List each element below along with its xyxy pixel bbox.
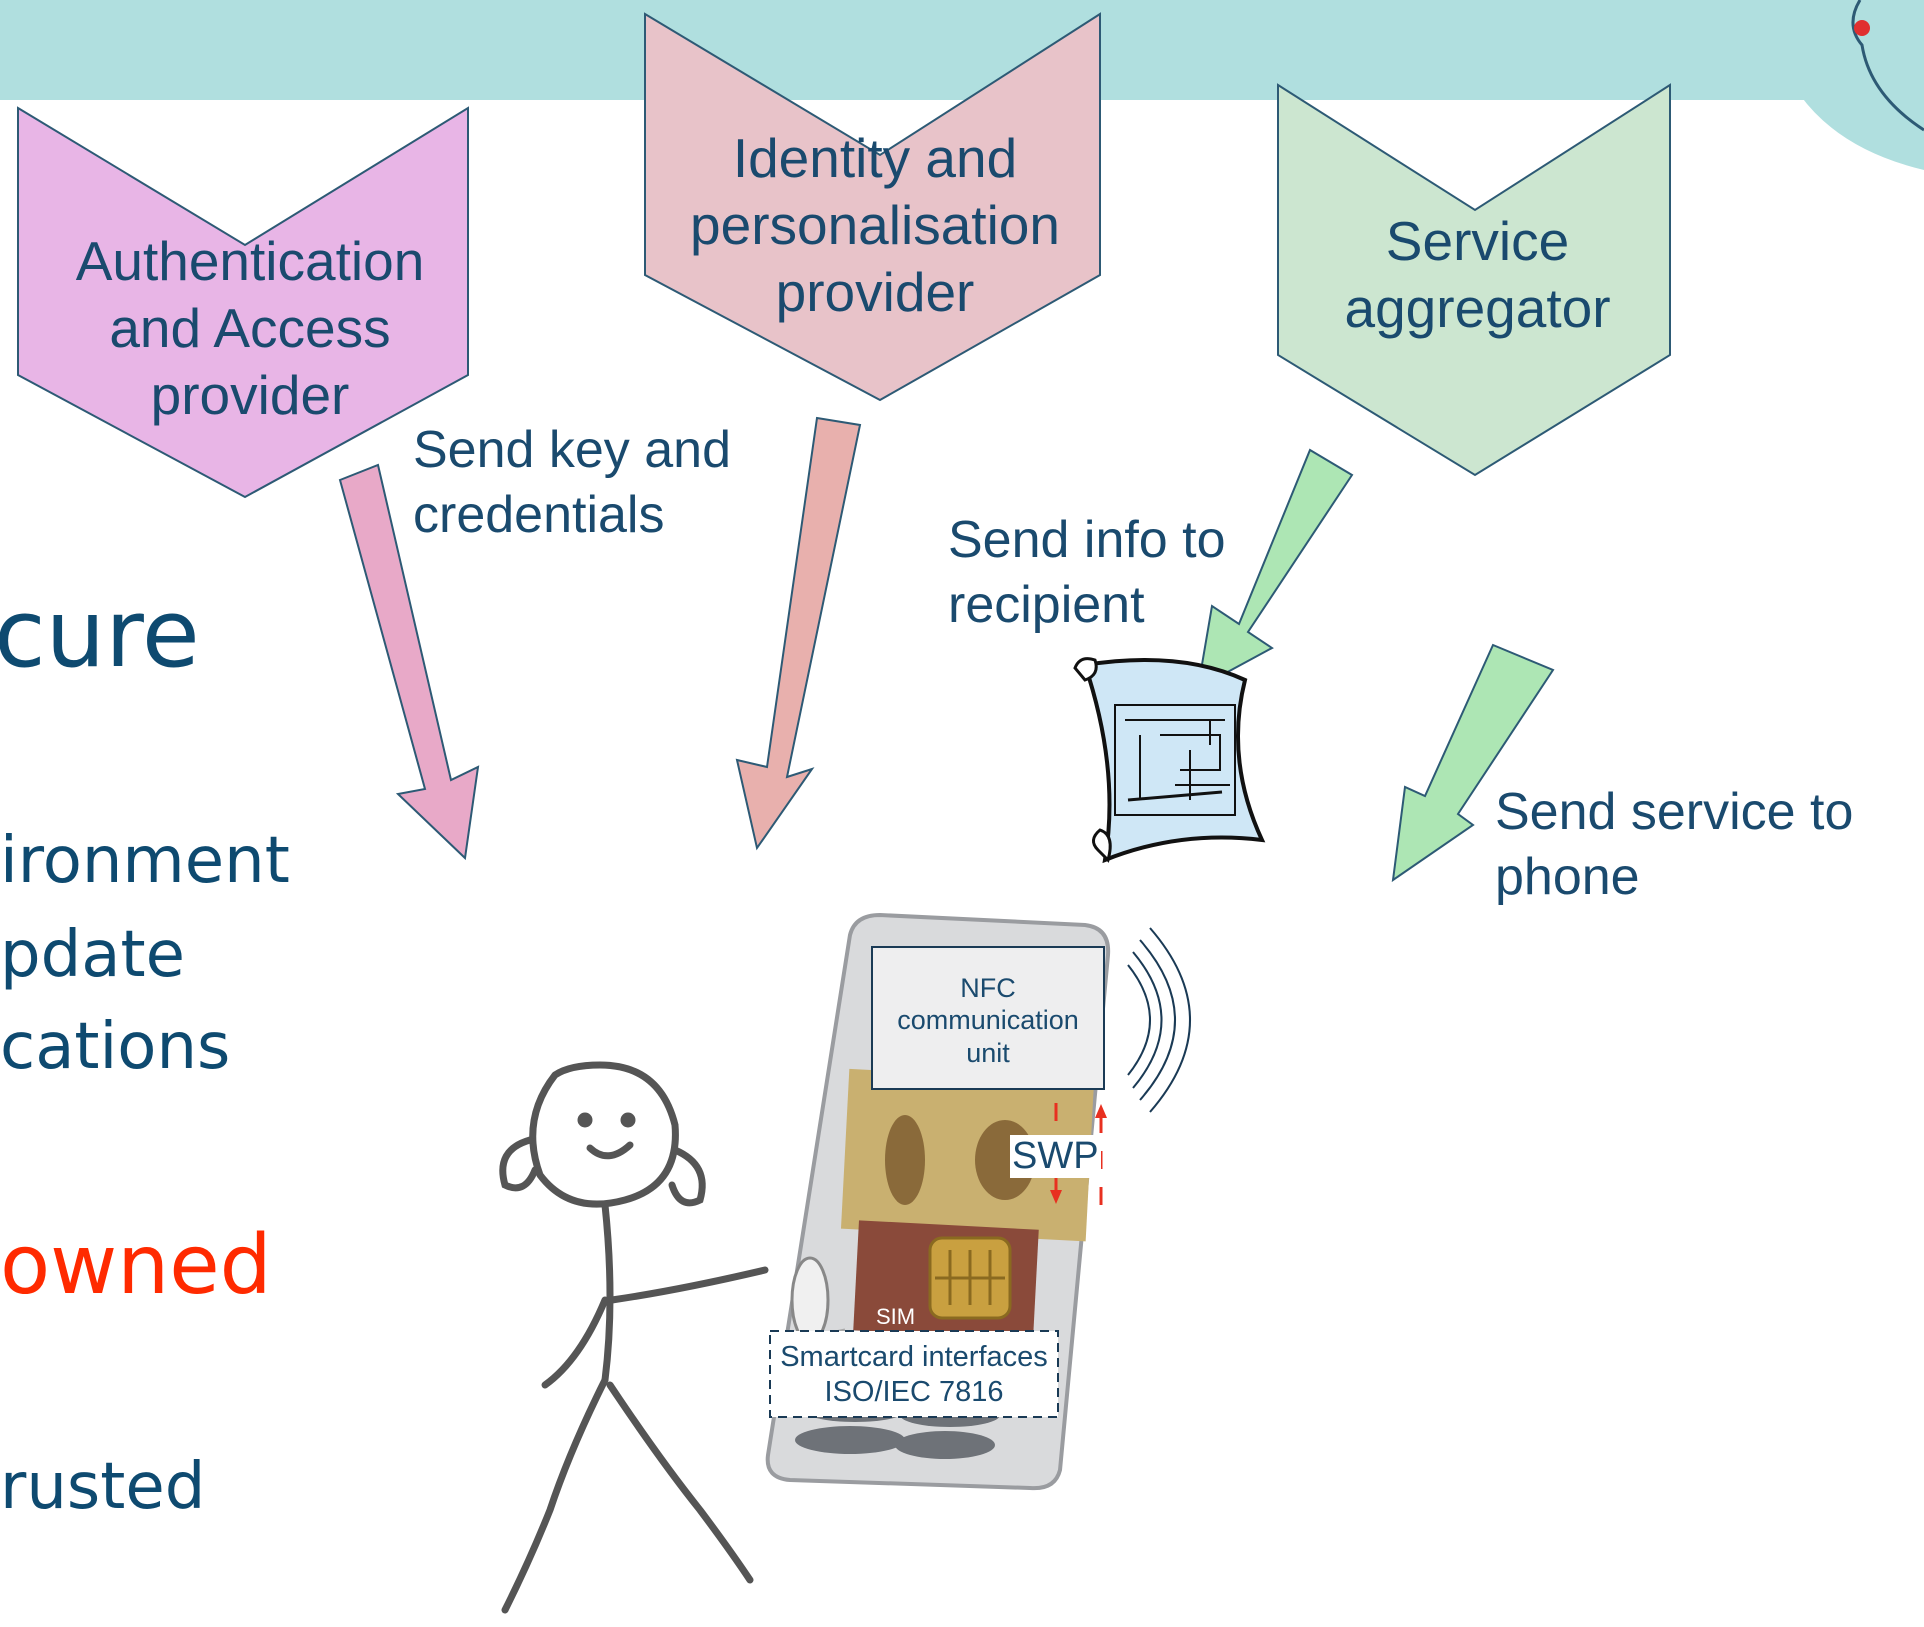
- auth-arrow: [338, 463, 480, 861]
- service-arrow: [1391, 643, 1555, 883]
- nfc-unit-label: NFC communication unit: [897, 973, 1079, 1068]
- smartcard-interface-box: [769, 1330, 1059, 1418]
- send-info-label: Send info to recipient: [948, 511, 1226, 634]
- info-arrow: [1196, 448, 1354, 690]
- corner-logo-dot: [1854, 20, 1870, 36]
- bullet-fragment-owned: owned: [0, 1218, 272, 1313]
- aggregator-chevron: [1277, 83, 1671, 477]
- corner-logo-shape: [1800, 0, 1924, 170]
- smartcard-interface-label: Smartcard interfaces ISO/IEC 7816: [780, 1341, 1048, 1408]
- auth-provider-label: Authentication and Access provider: [75, 230, 425, 427]
- blueprint-scroll-icon: [1073, 657, 1266, 864]
- top-banner: [0, 0, 1924, 100]
- stick-figure-illustration: [499, 1061, 769, 1614]
- corner-logo-curve: [1851, 0, 1924, 132]
- identity-provider-label: Identity and personalisation provider: [690, 127, 1060, 324]
- send-service-label: Send service to phone: [1495, 783, 1854, 906]
- send-key-label: Send key and credentials: [413, 421, 732, 544]
- bullet-fragment-trusted: rusted: [0, 1450, 206, 1524]
- service-aggregator-label: Service aggregator: [1344, 210, 1611, 340]
- bullet-fragment-update: pdate: [0, 918, 185, 992]
- bullet-fragment-cure: cure: [0, 580, 200, 689]
- swp-label: SWP: [1010, 1135, 1101, 1178]
- bullet-fragment-environment: ironment: [0, 824, 290, 898]
- identity-chevron: [644, 12, 1101, 402]
- nfc-unit-box: [871, 946, 1105, 1090]
- identity-arrow: [735, 416, 862, 851]
- bullet-fragment-applications: cations: [0, 1010, 231, 1084]
- nfc-signal-icon: [1127, 927, 1191, 1113]
- auth-chevron: [17, 106, 469, 499]
- sim-label: SIM: [876, 1304, 916, 1329]
